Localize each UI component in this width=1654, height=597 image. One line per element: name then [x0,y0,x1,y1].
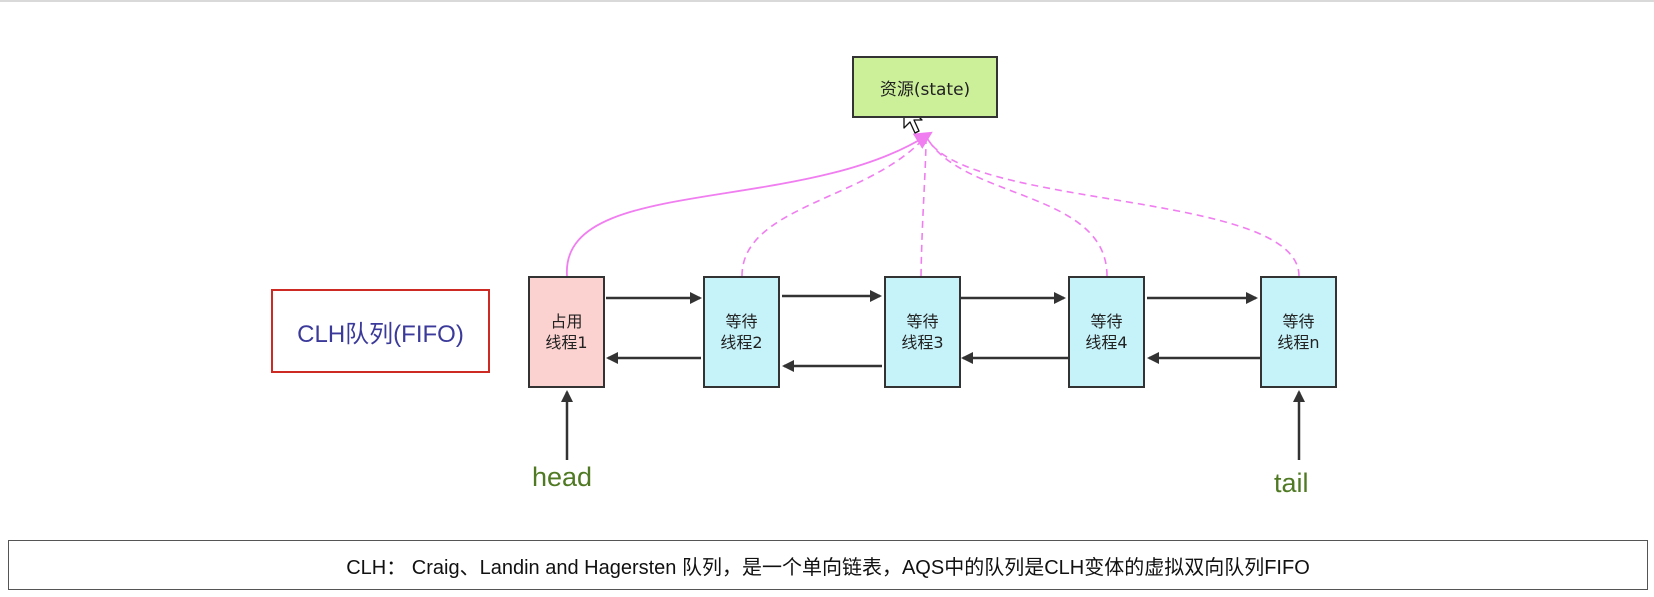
resource-state-box: 资源(state) [852,56,998,118]
node-thread-name: 线程4 [1085,333,1128,352]
node-status: 等待 [725,312,758,331]
waiter3-resource-link [920,135,927,277]
queue-node-thread-3: 等待 线程3 [884,276,961,388]
holder-resource-link [566,131,933,277]
waiter2-resource-link [741,135,927,277]
node-status: 占用 [550,312,583,331]
clh-queue-label-box: CLH队列(FIFO) [271,289,490,373]
queue-node-thread-4: 等待 线程4 [1068,276,1145,388]
resource-label: 资源(state) [879,79,971,100]
waitern-resource-link [925,135,1300,277]
node-thread-name: 线程2 [720,333,763,352]
node-status: 等待 [1090,312,1123,331]
caption-text: CLH： Craig、Landin and Hagersten 队列，是一个单向… [346,556,1310,579]
top-divider [0,0,1654,2]
node-thread-name: 线程3 [901,333,944,352]
node-thread-name: 线程n [1277,333,1320,352]
head-pointer-label: head [532,462,593,492]
queue-node-thread-2: 等待 线程2 [703,276,780,388]
queue-node-thread-1: 占用 线程1 [528,276,605,388]
node-status: 等待 [906,312,939,331]
caption-box: CLH： Craig、Landin and Hagersten 队列，是一个单向… [8,540,1648,590]
node-thread-name: 线程1 [545,333,588,352]
node-status: 等待 [1282,312,1315,331]
tail-pointer-label: tail [1274,468,1309,498]
queue-node-thread-n: 等待 线程n [1260,276,1337,388]
clh-queue-label: CLH队列(FIFO) [297,320,464,348]
waiter4-resource-link [925,135,1108,277]
